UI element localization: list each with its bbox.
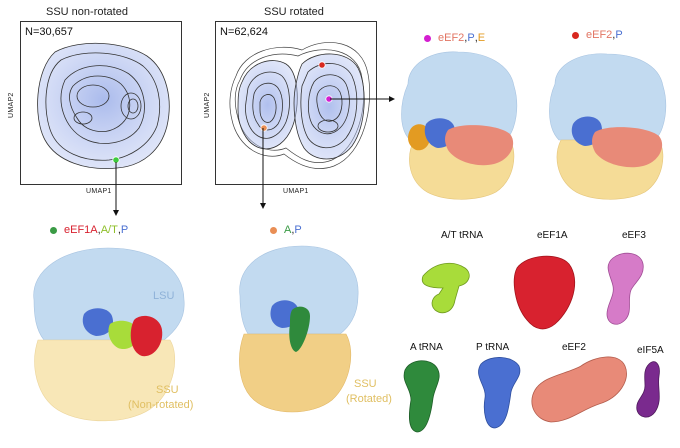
ribosome-map-eef1a: [33, 247, 185, 422]
legend-p: P: [615, 29, 623, 41]
lsu-label: LSU: [153, 290, 175, 302]
eef2-density: [445, 125, 514, 166]
legend-eef2: eEF2: [438, 32, 465, 44]
eef2-structure: [531, 356, 627, 423]
a-site-density: [289, 306, 310, 352]
ssu-density: [34, 339, 176, 422]
legend-e: E: [477, 32, 486, 44]
umap-rotated-title: SSU rotated: [264, 6, 324, 18]
eef2-density: [592, 127, 663, 168]
legend-eef2: eEF2: [586, 29, 613, 41]
umap-nonrotated-count: N=30,657: [25, 26, 74, 38]
ssu-density: [239, 333, 352, 413]
eef3-structure: [606, 252, 644, 325]
legend-eef2-pe: eEF2, P, E: [424, 32, 485, 44]
ribosome-map-a-p: [239, 245, 359, 413]
legend-sep: ,: [291, 224, 295, 236]
ssu-nonrotated-sublabel: (Non-rotated): [128, 399, 194, 411]
ribosome-map-eef2-pe: [401, 51, 518, 200]
mol-label-p-trna: P tRNA: [476, 342, 510, 353]
lsu-density: [549, 53, 667, 141]
legend-p: P: [120, 224, 129, 236]
mol-label-a-trna: A tRNA: [410, 342, 443, 353]
umap-rotated-marker-red: [318, 61, 326, 69]
legend-p: P: [467, 32, 475, 44]
ribosome-map-eef2-p: [549, 53, 667, 200]
legend-a: A: [284, 224, 292, 236]
legend-eef1a: eEF1A: [64, 224, 98, 236]
legend-at: A/T: [100, 224, 118, 236]
legend-sep: ,: [474, 32, 478, 44]
umap-rotated-marker-orange: [260, 124, 268, 132]
legend-sep: ,: [464, 32, 468, 44]
umap-nonrotated-panel: N=30,657: [20, 21, 182, 185]
eef1a-density: [130, 315, 163, 357]
mol-label-eef3: eEF3: [622, 230, 646, 241]
ssu-rotated-label: SSU: [354, 378, 377, 390]
molecule-gallery: [403, 252, 660, 433]
mol-label-eef1a: eEF1A: [537, 230, 568, 241]
eef1a-structure: [513, 255, 576, 330]
a-trna-structure: [403, 360, 440, 433]
p-trna-structure: [478, 357, 521, 429]
mol-label-eif5a: eIF5A: [637, 345, 664, 356]
legend-a-p: A, P: [270, 224, 302, 236]
at-trna-structure: [421, 262, 470, 314]
umap-nonrotated-xaxis: UMAP1: [86, 188, 112, 195]
legend-p: P: [294, 224, 302, 236]
umap-nonrotated-plot: [37, 42, 170, 169]
legend-dot-green: [50, 226, 57, 234]
umap-rotated-panel: N=62,624: [215, 21, 377, 185]
umap-nonrotated-title: SSU non-rotated: [46, 6, 128, 18]
legend-eef2-p: eEF2, P: [572, 29, 623, 41]
umap-rotated-density-right: [293, 53, 365, 160]
ssu-nonrotated-label: SSU: [156, 384, 179, 396]
legend-sep: ,: [97, 224, 101, 236]
mol-label-at-trna: A/T tRNA: [441, 230, 484, 241]
umap-rotated-count: N=62,624: [220, 26, 269, 38]
p-site-density: [82, 308, 114, 336]
lsu-density: [401, 51, 518, 141]
legend-dot-orange: [270, 226, 277, 234]
ssu-rotated-sublabel: (Rotated): [346, 393, 392, 405]
legend-dot-red: [572, 31, 579, 39]
umap-rotated-density-left: [237, 60, 298, 150]
legend-dot-magenta: [424, 34, 431, 42]
umap-rotated-plot: [229, 42, 371, 169]
mol-label-eef2: eEF2: [562, 342, 586, 353]
legend-sep: ,: [117, 224, 121, 236]
eif5a-structure: [636, 361, 660, 418]
lsu-density: [239, 245, 359, 335]
legend-eef1a-at-p: eEF1A, A/T, P: [50, 224, 128, 236]
legend-sep: ,: [612, 29, 616, 41]
at-trna-density: [108, 320, 139, 350]
umap-rotated-xaxis: UMAP1: [283, 188, 309, 195]
